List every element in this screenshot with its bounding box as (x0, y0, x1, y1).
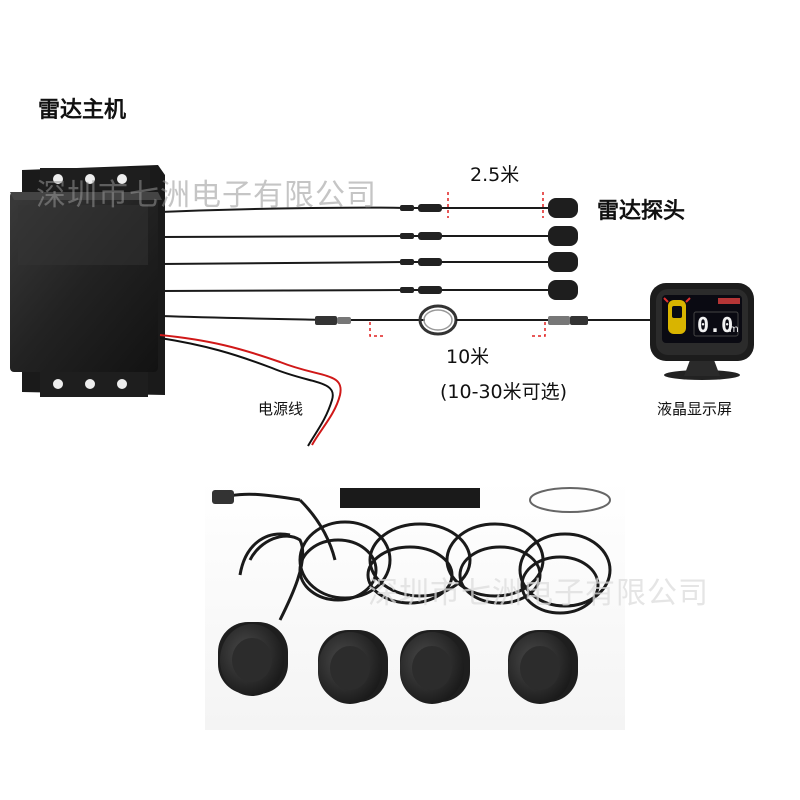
radar-sensors-diagram (548, 198, 578, 300)
watermark-top: 深圳市七洲电子有限公司 (36, 178, 377, 213)
display-cable (159, 304, 655, 336)
display-cable-options-label: (10-30米可选) (440, 381, 568, 403)
sensor-cable-length-label: 2.5米 (470, 164, 520, 186)
power-cable-label: 电源线 (258, 400, 304, 418)
lcd-reading: 0.0 (697, 313, 733, 337)
watermark-bottom: 深圳市七洲电子有限公司 (368, 576, 709, 611)
lcd-unit: m (729, 324, 739, 335)
radar-host-unit (10, 165, 165, 397)
product-photo (205, 480, 625, 730)
sensor-label: 雷达探头 (597, 199, 686, 224)
power-cable (159, 334, 342, 447)
sensor-cable-dimension-marks (447, 192, 544, 218)
sensor-connectors (400, 204, 442, 294)
sensor-cables (159, 206, 555, 292)
host-unit-label: 雷达主机 (38, 98, 127, 123)
display-cable-dimension-marks (369, 322, 546, 337)
display-cable-length-label: 10米 (446, 346, 490, 368)
lcd-display-label: 液晶显示屏 (657, 400, 733, 418)
lcd-display-unit: 0.0 m (650, 283, 754, 380)
